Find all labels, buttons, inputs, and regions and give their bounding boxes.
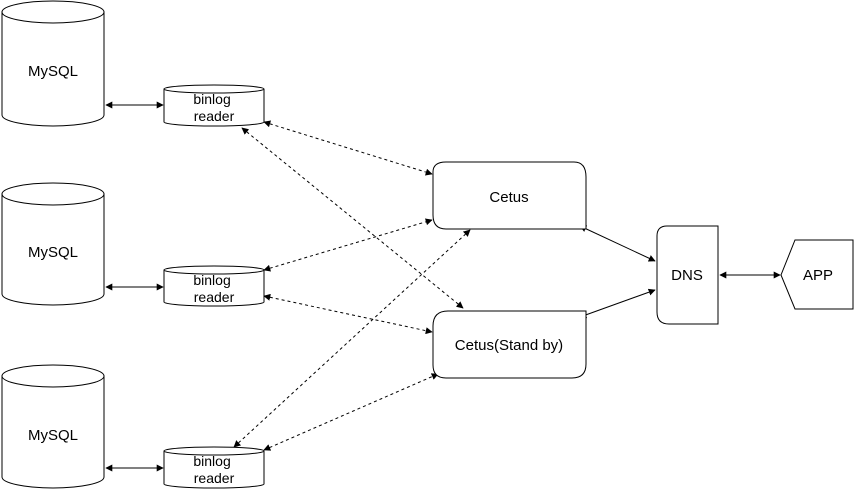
cetus-label: Cetus: [489, 189, 528, 206]
binlog-reader-line-1: binlog: [193, 91, 230, 107]
dns-node: DNS: [656, 225, 719, 325]
cetus-standby-label: Cetus(Stand by): [455, 337, 563, 354]
mysql-node-1: MySQL: [1, 0, 105, 127]
mysql-label-3: MySQL: [28, 427, 78, 444]
binlog-reader-line-1: binlog: [193, 453, 230, 469]
dns-label: DNS: [671, 267, 703, 284]
edge-binlog-2-cetus-standby: [263, 293, 433, 335]
binlog-reader-line-2: reader: [194, 470, 235, 486]
binlog-reader-line-2: reader: [194, 289, 235, 305]
binlog-reader-label-2: binlog reader: [193, 272, 234, 305]
edge-binlog-2-cetus: [263, 218, 433, 272]
binlog-reader-node-2: binlog reader: [163, 265, 265, 307]
edges-layer: [105, 101, 781, 472]
binlog-reader-node-3: binlog reader: [163, 446, 265, 489]
binlog-reader-label-1: binlog reader: [193, 91, 234, 124]
binlog-reader-line-1: binlog: [193, 272, 230, 288]
binlog-reader-label-3: binlog reader: [193, 453, 234, 486]
app-label: APP: [803, 267, 833, 284]
mysql-label-1: MySQL: [28, 63, 78, 80]
mysql-label-2: MySQL: [28, 244, 78, 261]
edge-binlog-1-cetus-standby: [241, 127, 464, 309]
cetus-node: Cetus: [432, 161, 587, 230]
cetus-standby-node: Cetus(Stand by): [432, 310, 587, 379]
app-node: APP: [780, 239, 854, 310]
mysql-node-2: MySQL: [1, 182, 105, 306]
mysql-node-3: MySQL: [1, 364, 105, 489]
edge-cetus-standby-dns: [579, 288, 656, 319]
edge-cetus-dns: [579, 225, 656, 262]
edge-binlog-3-cetus-standby: [263, 373, 439, 451]
binlog-reader-line-2: reader: [194, 108, 235, 124]
binlog-reader-node-1: binlog reader: [163, 84, 265, 127]
